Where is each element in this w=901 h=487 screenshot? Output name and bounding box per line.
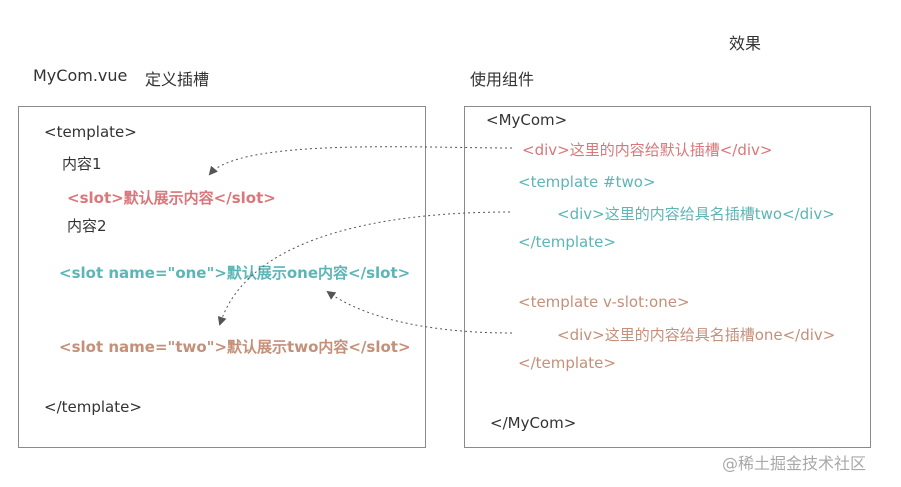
right-section-title: 使用组件 <box>470 70 535 89</box>
left-template-close: </template> <box>44 398 142 416</box>
left-content-1: 内容1 <box>62 155 102 173</box>
two-slot-arrow <box>217 211 511 326</box>
mycom-open-tag: <MyCom> <box>486 111 568 129</box>
template-two-open: <template #two> <box>518 173 656 191</box>
component-usage-panel <box>464 106 871 448</box>
left-template-open: <template> <box>44 123 137 141</box>
default-slot-tag: <slot>默认展示内容</slot> <box>67 189 276 207</box>
left-file-name: MyCom.vue <box>33 66 128 85</box>
left-section-title: 定义插槽 <box>145 70 210 89</box>
template-one-open: <template v-slot:one> <box>518 293 690 311</box>
watermark-text: @稀土掘金技术社区 <box>722 454 867 473</box>
default-slot-content: <div>这里的内容给默认插槽</div> <box>522 141 773 159</box>
two-slot-content: <div>这里的内容给具名插槽two</div> <box>557 205 835 223</box>
default-slot-arrow <box>208 146 513 176</box>
template-two-close: </template> <box>518 233 616 251</box>
template-one-close: </template> <box>518 354 616 372</box>
mycom-close-tag: </MyCom> <box>490 414 577 432</box>
one-slot-content: <div>这里的内容给具名插槽one</div> <box>557 326 836 344</box>
one-slot-arrow <box>326 290 513 334</box>
named-slot-one-tag: <slot name="one">默认展示one内容</slot> <box>59 264 411 282</box>
named-slot-two-tag: <slot name="two">默认展示two内容</slot> <box>59 338 411 356</box>
left-content-2: 内容2 <box>67 217 107 235</box>
effect-title: 效果 <box>729 34 762 53</box>
slot-definition-panel <box>18 106 426 448</box>
